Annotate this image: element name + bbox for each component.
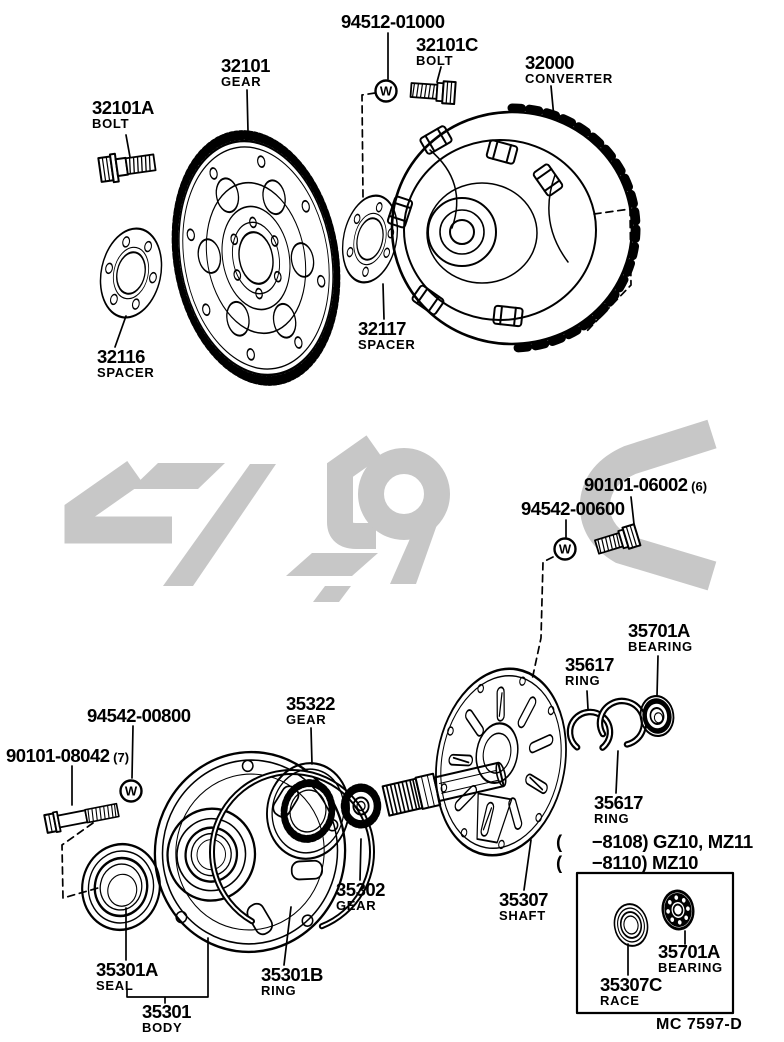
bolt-32101a-drawing [97,152,157,184]
pump-gear-35302-drawing [340,783,382,829]
torque-converter-drawing [386,103,641,353]
snap-ring-2-drawing [596,697,648,749]
bolt-90101-06002-drawing [594,523,642,555]
oil-seal-drawing [81,842,161,932]
spacer-32116-drawing [99,227,163,319]
variant-text: −8110) MZ10 [591,852,699,873]
variant-line-2: ( −8110) MZ10 [556,852,753,873]
inset-race-drawing [613,903,649,947]
washer-symbol-3: W [119,779,143,803]
svg-text:W: W [380,84,393,99]
variant-text: −8108) GZ10, MZ11 [591,831,753,852]
inset-bearing-drawing [661,889,695,931]
bolt-32101c-drawing [409,80,457,106]
watermark-logo [64,419,717,602]
drive-plate-gear-drawing [171,130,341,386]
washer-symbols: W W W [119,79,577,803]
dashed-reference-lines [61,92,632,899]
washer-symbol-2: W [553,537,577,561]
stator-plate-drawing [435,667,567,857]
variant-bracket: ( [556,852,562,873]
variant-line-1: ( −8108) GZ10, MZ11 [556,831,753,852]
svg-text:W: W [559,542,572,557]
inset-box [575,871,735,1015]
svg-text:W: W [125,784,138,799]
bearing-upper-drawing [639,694,675,738]
stator-shaft-drawing [381,761,507,817]
model-applicability: ( −8108) GZ10, MZ11 ( −8110) MZ10 [556,831,753,873]
spacer-32117-drawing [341,194,399,284]
bolt-90101-08042-drawing [43,802,120,834]
pump-ring-drawing [209,769,375,935]
variant-bracket: ( [556,831,562,852]
snap-ring-1-drawing [566,708,614,756]
leader-lines [71,32,686,1004]
washer-symbol-1: W [374,79,398,103]
figure-code: MC 7597-D [656,1016,743,1033]
pump-drive-gear-35322-drawing [266,762,350,860]
